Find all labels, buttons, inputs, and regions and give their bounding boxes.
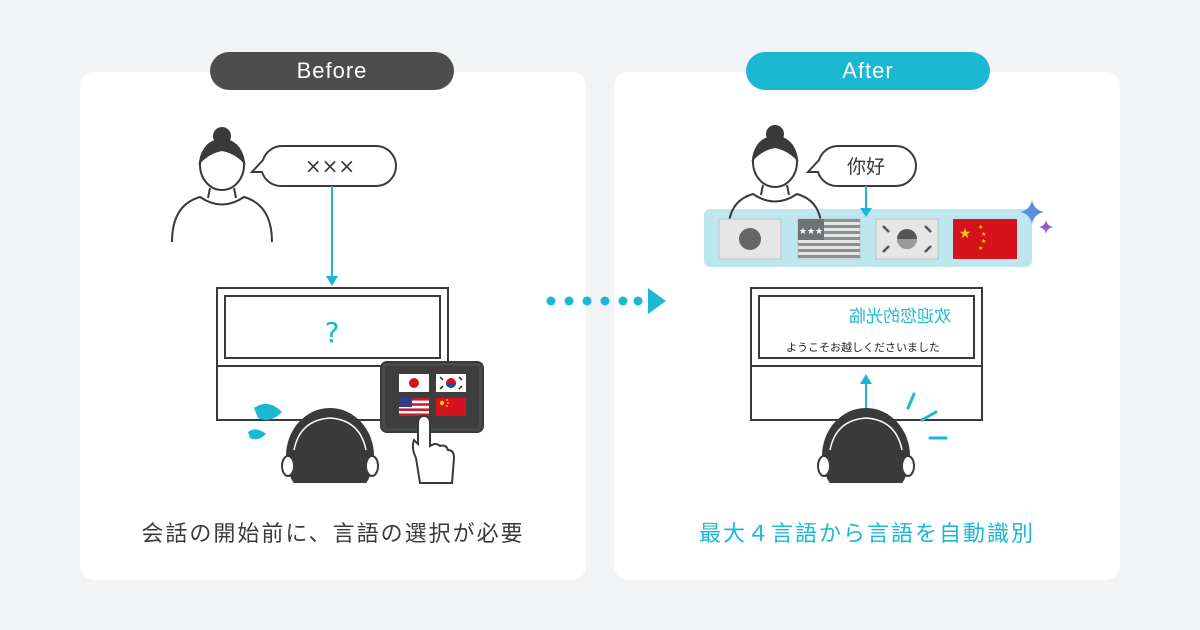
after-label: After bbox=[746, 52, 990, 90]
language-flag-bar bbox=[704, 209, 1032, 267]
svg-text:★★★: ★★★ bbox=[799, 227, 823, 237]
recognition-marks-icon bbox=[906, 392, 948, 440]
progress-arrow-icon bbox=[546, 288, 666, 314]
speech-text: 你好 bbox=[847, 156, 885, 178]
sparkle-icon bbox=[1020, 200, 1053, 234]
usa-flag bbox=[399, 398, 429, 416]
tablet-icon bbox=[380, 361, 484, 433]
svg-text:★: ★ bbox=[978, 224, 983, 231]
japan-flag bbox=[399, 374, 429, 392]
man-head-icon bbox=[281, 408, 379, 483]
greeting-text: ようこそお越しくださいました bbox=[786, 340, 940, 354]
man-head-icon bbox=[817, 408, 915, 483]
korea-flag bbox=[875, 218, 939, 260]
svg-text:★: ★ bbox=[981, 238, 986, 245]
after-caption: 最大４言語から言語を自動識別 bbox=[698, 522, 1035, 547]
svg-text:★: ★ bbox=[978, 245, 983, 252]
speech-bubble: 你好 bbox=[805, 145, 917, 188]
china-flag: ★ ★ ★ ★ ★ bbox=[953, 219, 1017, 259]
arrow-down-icon bbox=[860, 186, 872, 217]
mirrored-greeting-text: 欢迎您的光临 bbox=[849, 307, 951, 327]
arrow-down-icon bbox=[326, 186, 338, 286]
speech-bubble: ××× bbox=[249, 145, 397, 188]
before-label: Before bbox=[210, 52, 454, 90]
china-flag bbox=[436, 398, 466, 416]
usa-flag: ★★★ bbox=[797, 218, 861, 260]
display-device bbox=[750, 287, 983, 421]
pointing-hand-icon bbox=[411, 414, 456, 484]
woman-icon bbox=[728, 125, 822, 223]
before-caption: 会話の開始前に、言語の選択が必要 bbox=[141, 522, 525, 547]
sweat-drop-icon bbox=[248, 403, 282, 440]
korea-flag bbox=[436, 374, 466, 392]
speech-text: ××× bbox=[305, 154, 355, 178]
svg-text:★: ★ bbox=[981, 231, 986, 238]
japan-flag bbox=[718, 218, 782, 260]
question-mark: ? bbox=[325, 316, 340, 349]
woman-icon bbox=[171, 127, 273, 243]
svg-text:★: ★ bbox=[959, 226, 972, 242]
